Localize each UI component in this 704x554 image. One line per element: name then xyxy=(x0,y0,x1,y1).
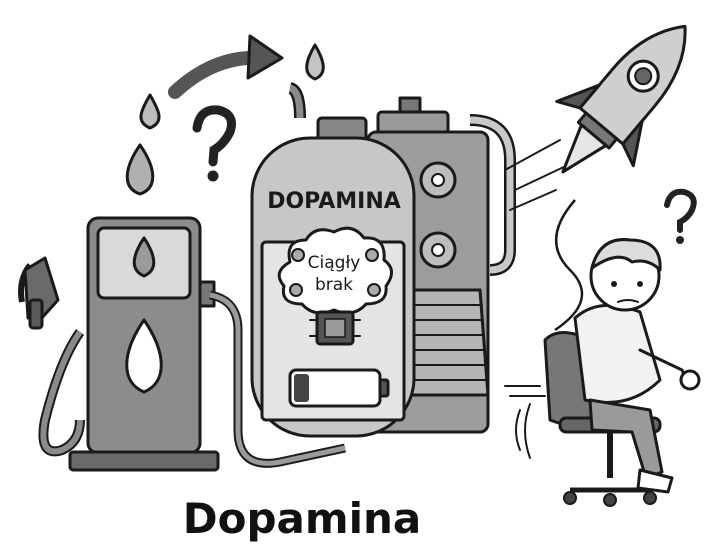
question-mark-icon xyxy=(197,110,232,182)
caption: Dopamina xyxy=(183,494,422,543)
arrow-icon xyxy=(175,36,282,92)
drop-icon xyxy=(141,95,159,128)
drop-icon xyxy=(127,145,153,194)
wavy-line xyxy=(555,200,582,330)
gear-icon xyxy=(421,233,455,267)
drop-icon xyxy=(307,45,324,79)
chip-icon xyxy=(310,312,360,344)
battery-icon xyxy=(290,370,388,406)
tank-label: DOPAMINA xyxy=(267,189,401,214)
boy-icon xyxy=(575,240,699,492)
battery-level xyxy=(294,374,309,402)
thought-cloud: Ciągły brak xyxy=(279,228,391,313)
thought-line-1: Ciągły xyxy=(308,253,361,273)
gear-icon xyxy=(421,163,455,197)
thought-line-2: brak xyxy=(315,275,353,295)
question-mark-icon xyxy=(667,192,694,244)
